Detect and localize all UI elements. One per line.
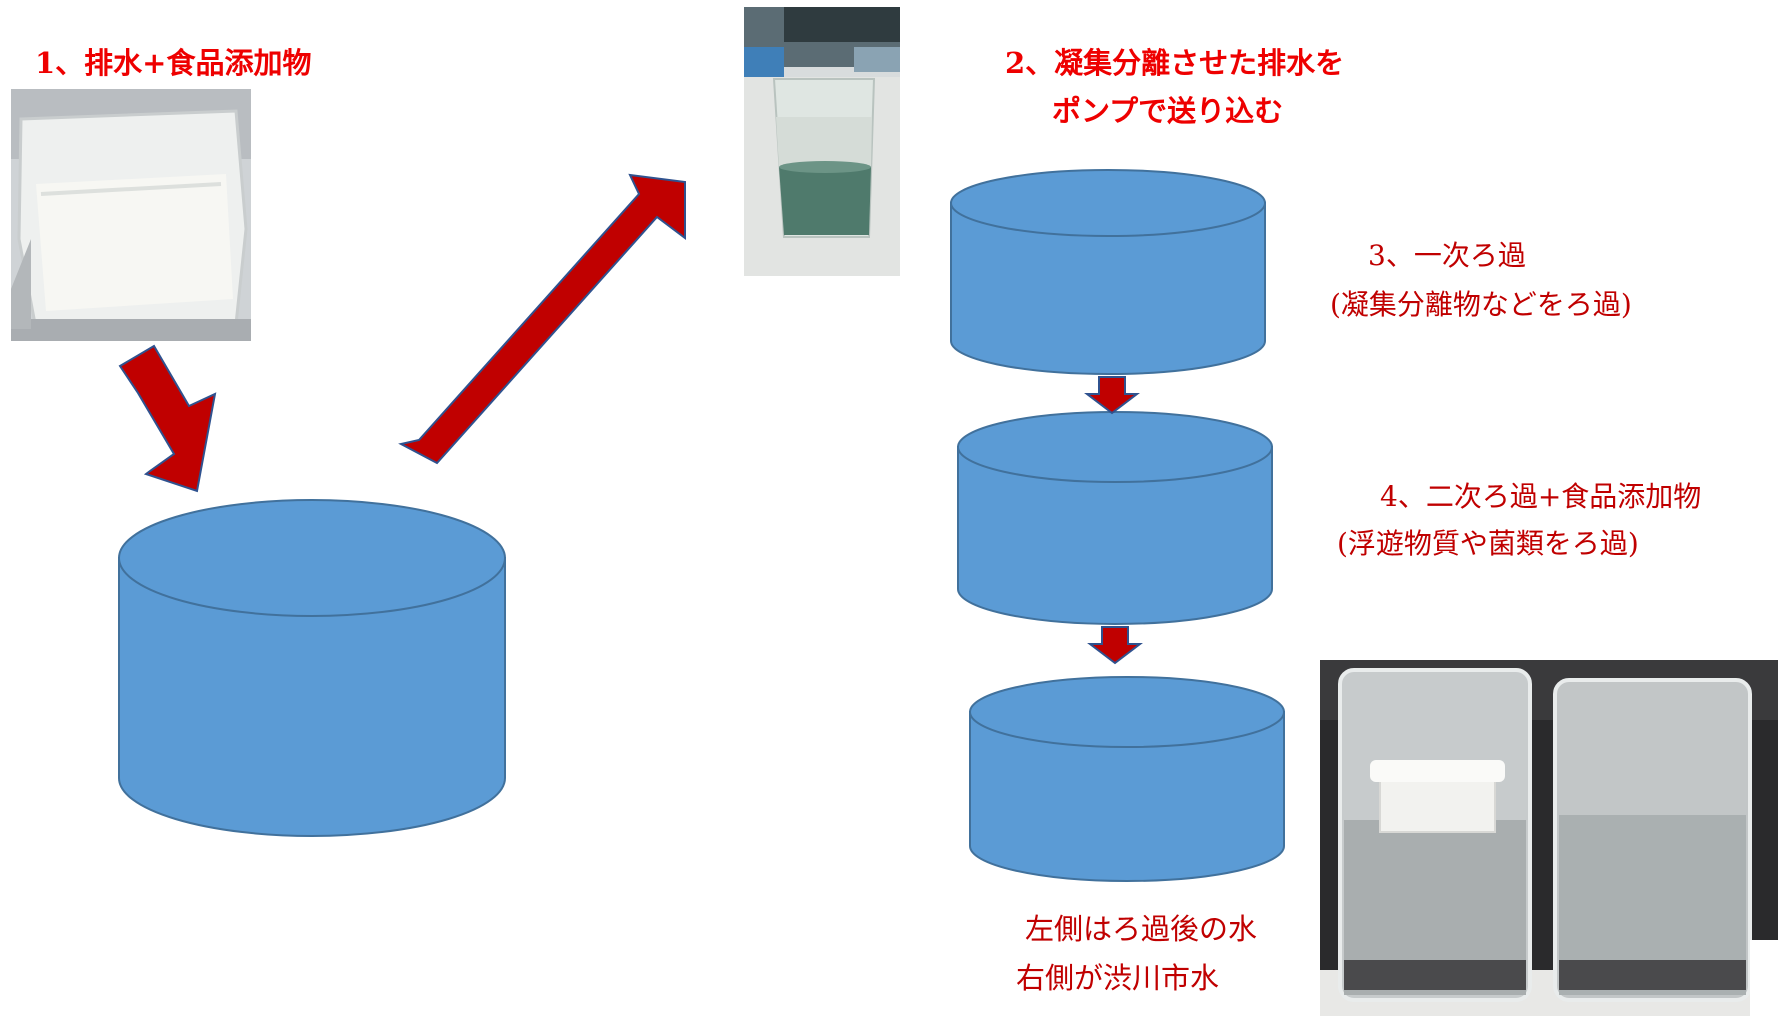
arrow-up-to-beaker xyxy=(398,173,686,465)
primary-filter-tank xyxy=(950,169,1266,375)
mixing-tank xyxy=(118,499,506,837)
step3-label-line2: (凝集分離物などをろ過) xyxy=(1330,288,1632,321)
arrow-down-to-tank xyxy=(118,344,217,493)
step2-label-line2: ポンプで送り込む xyxy=(1052,94,1284,128)
step1-label: 1、排水+食品添加物 xyxy=(35,46,312,80)
result-label-line2: 右側が渋川市水 xyxy=(1016,961,1220,995)
result-label-line1: 左側はろ過後の水 xyxy=(1025,912,1258,946)
step3-label-line1: 3、一次ろ過 xyxy=(1368,239,1526,272)
filtered-water-tank xyxy=(969,676,1285,882)
arrow-tank2-to-tank3 xyxy=(1087,626,1143,665)
step4-label-line1: 4、二次ろ過+食品添加物 xyxy=(1380,480,1702,513)
step4-label-line2: (浮遊物質や菌類をろ過) xyxy=(1337,527,1639,560)
step2-label-line1: 2、凝集分離させた排水を xyxy=(1005,46,1345,80)
two-glasses-water-comparison-photo xyxy=(1320,660,1778,1016)
green-water-beaker-photo xyxy=(744,7,900,276)
secondary-filter-tank xyxy=(957,411,1273,625)
arrow-tank1-to-tank2 xyxy=(1084,376,1140,415)
white-liquid-container-photo xyxy=(11,89,251,341)
